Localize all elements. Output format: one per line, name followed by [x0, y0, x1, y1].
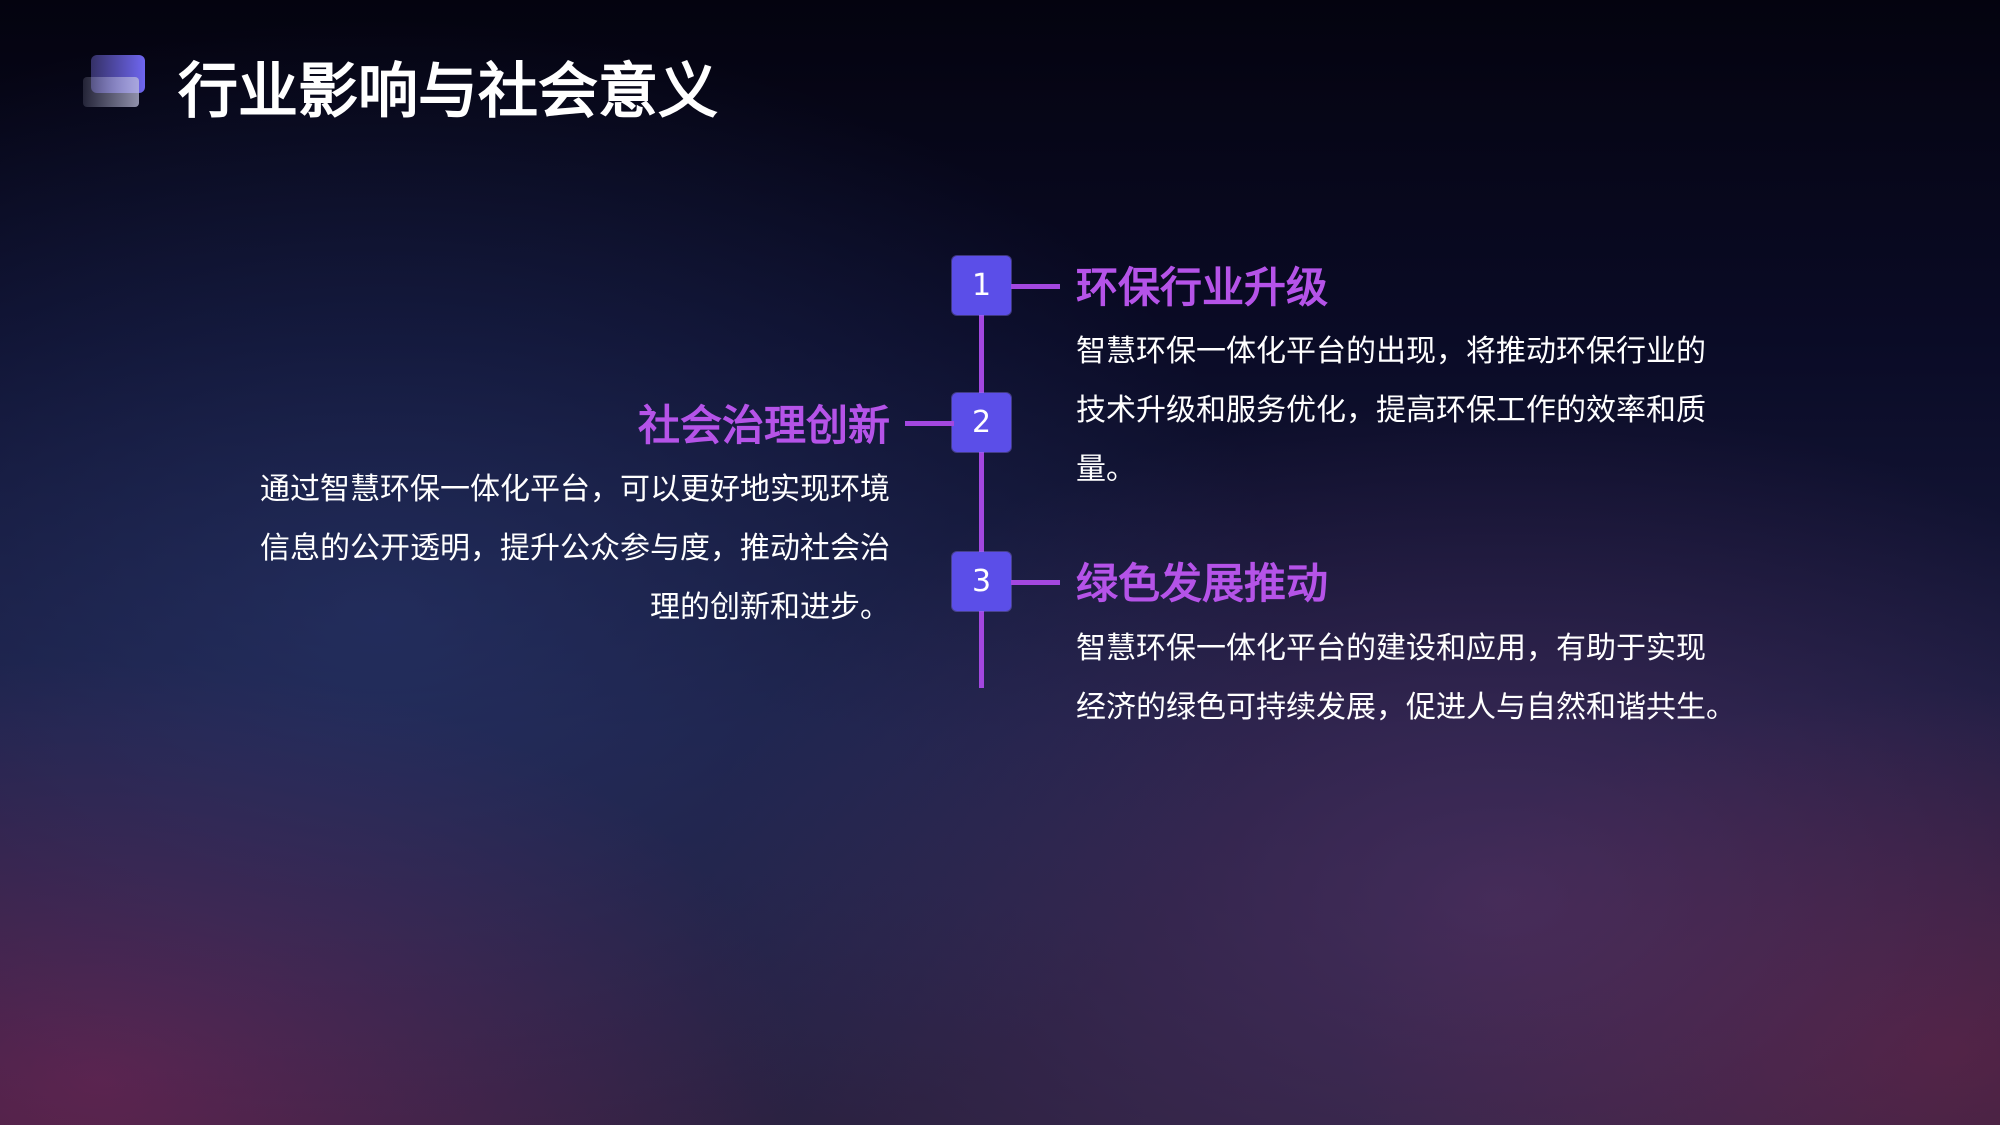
item-body-1: 智慧环保一体化平台的出现，将推动环保行业的 技术升级和服务优化，提高环保工作的效…	[1076, 322, 1796, 499]
item-body-3: 智慧环保一体化平台的建设和应用，有助于实现 经济的绿色可持续发展，促进人与自然和…	[1076, 619, 1836, 737]
timeline-connector-2	[905, 421, 954, 426]
timeline-connector-1	[1011, 284, 1060, 289]
timeline-connector-3	[1011, 580, 1060, 585]
item-body-2-line-1: 通过智慧环保一体化平台，可以更好地实现环境	[260, 472, 890, 507]
timeline-line	[979, 280, 984, 688]
item-body-2: 通过智慧环保一体化平台，可以更好地实现环境 信息的公开透明，提升公众参与度，推动…	[180, 460, 890, 637]
timeline-node-1: 1	[952, 256, 1011, 315]
title-icon-front	[83, 77, 139, 107]
item-heading-2: 社会治理创新	[637, 401, 890, 450]
item-body-2-line-2: 信息的公开透明，提升公众参与度，推动社会治	[260, 531, 890, 566]
item-body-3-line-1: 智慧环保一体化平台的建设和应用，有助于实现	[1076, 631, 1706, 666]
page-title: 行业影响与社会意义	[178, 57, 718, 127]
item-body-1-line-1: 智慧环保一体化平台的出现，将推动环保行业的	[1076, 334, 1706, 369]
timeline-node-2: 2	[952, 393, 1011, 452]
item-body-3-line-2: 经济的绿色可持续发展，促进人与自然和谐共生。	[1076, 690, 1736, 725]
item-heading-3: 绿色发展推动	[1076, 559, 1329, 608]
timeline-node-3: 3	[952, 552, 1011, 611]
item-body-2-line-3: 理的创新和进步。	[650, 590, 890, 625]
item-body-1-line-3: 量。	[1076, 452, 1136, 487]
title-icon	[83, 55, 145, 110]
item-heading-1: 环保行业升级	[1076, 263, 1329, 312]
item-body-1-line-2: 技术升级和服务优化，提高环保工作的效率和质	[1076, 393, 1706, 428]
